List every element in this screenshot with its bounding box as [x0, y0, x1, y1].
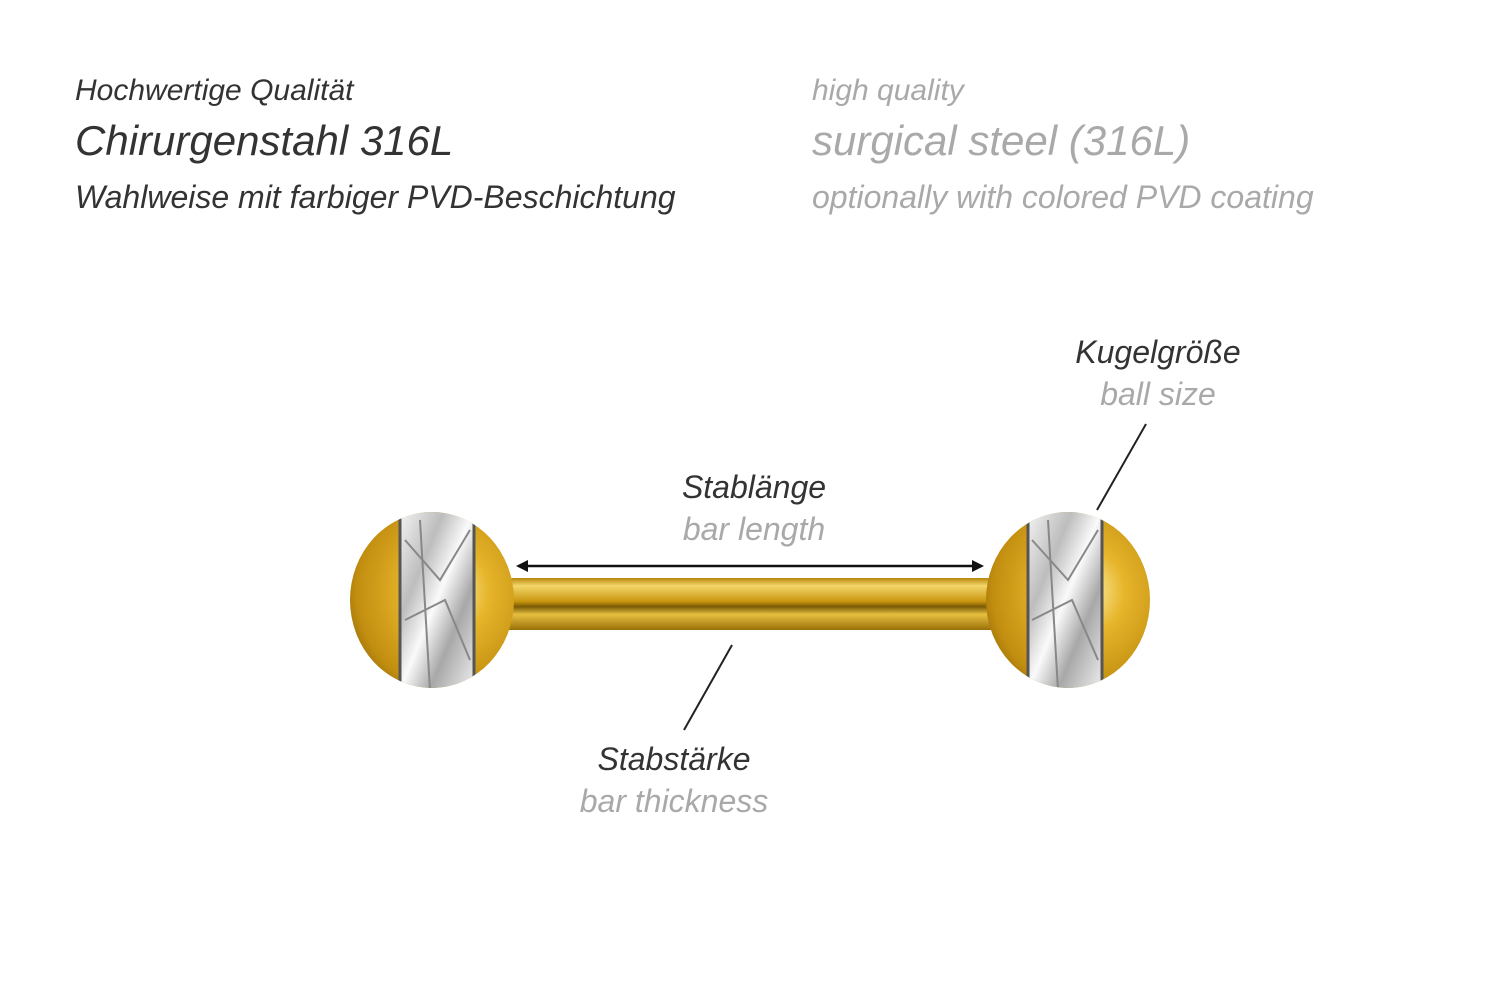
- bar-length-arrow: [516, 560, 984, 572]
- quality-en: high quality: [812, 74, 966, 107]
- material-en: surgical steel (316L): [812, 117, 1190, 164]
- coating-en: optionally with colored PVD coating: [812, 179, 1314, 215]
- ball-size-leader-line: [1096, 423, 1147, 511]
- bar-length-label-de: Stablänge: [682, 469, 826, 505]
- ball-size-label-en: ball size: [1100, 376, 1216, 412]
- material-de: Chirurgenstahl 316L: [75, 117, 453, 164]
- left-ball: [350, 512, 514, 688]
- quality-de: Hochwertige Qualität: [75, 74, 355, 107]
- bar-length-label-en: bar length: [683, 511, 825, 547]
- barbell-bar: [505, 578, 997, 630]
- bar-thickness-label-de: Stabstärke: [598, 741, 751, 777]
- bar-thickness-label-en: bar thickness: [580, 783, 769, 819]
- right-ball: [986, 512, 1150, 688]
- bar-thickness-leader-line: [683, 644, 733, 731]
- coating-de: Wahlweise mit farbiger PVD-Beschichtung: [75, 179, 676, 215]
- ball-size-label-de: Kugelgröße: [1075, 334, 1240, 370]
